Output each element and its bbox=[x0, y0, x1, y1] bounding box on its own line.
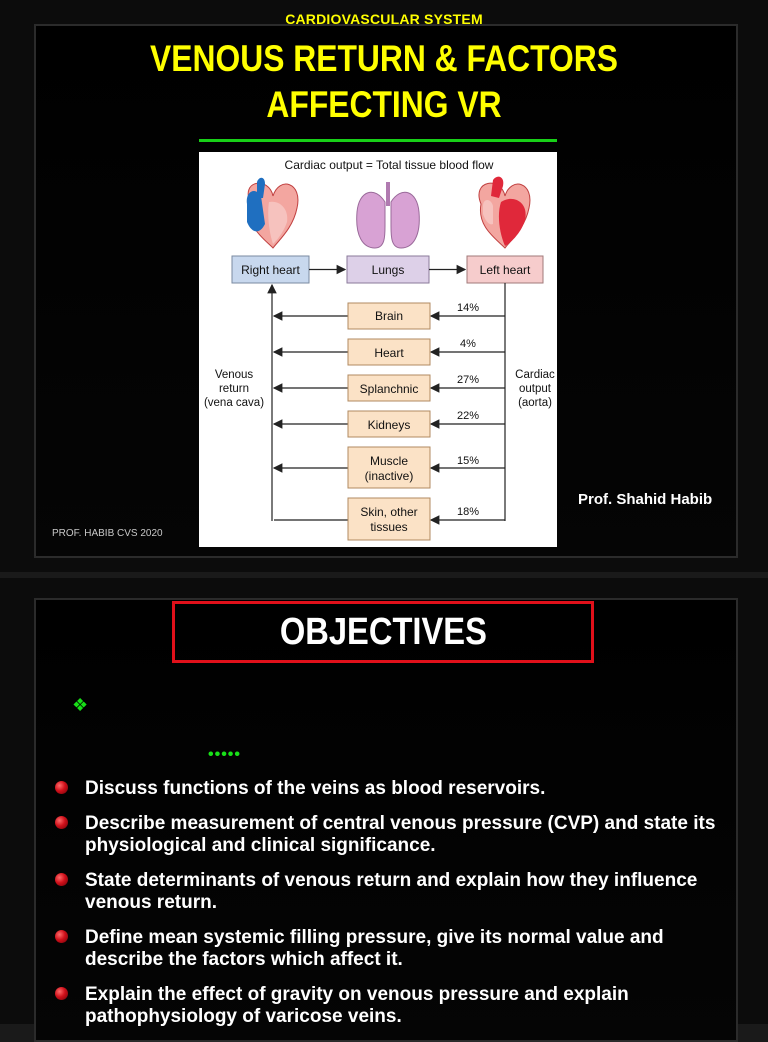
right-heart-icon bbox=[246, 177, 299, 249]
diagram-caption: Cardiac output = Total tissue blood flow bbox=[285, 158, 494, 172]
slide-frame bbox=[34, 598, 738, 1042]
venous-return-label: Venous return (vena cava) bbox=[204, 369, 264, 409]
organ-label-muscle-2: (inactive) bbox=[365, 469, 414, 483]
objectives-list: Discuss functions of the veins as blood … bbox=[55, 778, 735, 1041]
objectives-heading-box: OBJECTIVES bbox=[172, 601, 594, 663]
red-bullet-icon bbox=[55, 781, 68, 794]
organ-row-skin: Skin, other tissues 18% bbox=[274, 497, 505, 541]
organ-row-muscle: Muscle (inactive) 15% bbox=[272, 446, 505, 489]
left-heart-label: Left heart bbox=[480, 263, 531, 277]
cardiac-output-label: Cardiac output (aorta) bbox=[515, 369, 555, 409]
organ-percent-brain: 14% bbox=[457, 302, 479, 314]
title-underline bbox=[199, 139, 557, 142]
slide-objectives: OBJECTIVES ❖ ••••• Discuss functions of … bbox=[0, 578, 768, 1042]
slide-header: CARDIOVASCULAR SYSTEM bbox=[285, 11, 483, 27]
objectives-heading: OBJECTIVES bbox=[279, 610, 487, 653]
objective-text: Define mean systemic filling pressure, g… bbox=[85, 926, 664, 971]
list-item: Define mean systemic filling pressure, g… bbox=[55, 927, 735, 972]
organ-percent-heart: 4% bbox=[460, 338, 476, 350]
red-bullet-icon bbox=[55, 986, 68, 1000]
organ-row-brain: Brain 14% bbox=[272, 302, 505, 330]
organ-percent-splanchnic: 27% bbox=[457, 374, 479, 386]
organ-percent-skin: 18% bbox=[457, 506, 479, 518]
lungs-icon bbox=[356, 182, 420, 249]
organ-percent-muscle: 15% bbox=[457, 455, 479, 467]
venous-label-line-1: Venous bbox=[215, 369, 254, 381]
title-line-2: AFFECTING VR bbox=[266, 84, 502, 125]
cardiac-label-line-2: output bbox=[519, 383, 552, 395]
venous-label-line-3: (vena cava) bbox=[204, 397, 264, 409]
circulation-diagram: Cardiac output = Total tissue blood flow bbox=[199, 152, 557, 547]
organ-label-splanchnic: Splanchnic bbox=[360, 382, 419, 396]
cardiac-label-line-3: (aorta) bbox=[518, 397, 552, 409]
list-item: Explain the effect of gravity on venous … bbox=[55, 984, 735, 1029]
list-item: State determinants of venous return and … bbox=[55, 870, 735, 915]
title-line-1: VENOUS RETURN & FACTORS bbox=[150, 38, 618, 79]
slide-footer: PROF. HABIB CVS 2020 bbox=[52, 528, 163, 539]
slide-title: CARDIOVASCULAR SYSTEM VENOUS RETURN & FA… bbox=[0, 0, 768, 572]
objective-text: Describe measurement of central venous p… bbox=[85, 812, 716, 857]
diamond-bullet-icon: ❖ bbox=[72, 695, 89, 715]
organ-percent-kidneys: 22% bbox=[457, 410, 479, 422]
red-bullet-icon bbox=[55, 872, 68, 886]
red-bullet-icon bbox=[55, 929, 68, 943]
lungs-box bbox=[346, 255, 430, 284]
objective-text: Explain the effect of gravity on venous … bbox=[85, 983, 629, 1028]
right-heart-label: Right heart bbox=[241, 263, 300, 277]
organ-row-splanchnic: Splanchnic 27% bbox=[272, 374, 505, 402]
right-heart-box bbox=[231, 255, 310, 284]
dots-decoration: ••••• bbox=[208, 746, 242, 763]
slide-title-heading: VENOUS RETURN & FACTORS AFFECTING VR bbox=[54, 36, 714, 128]
organ-label-muscle-1: Muscle bbox=[370, 454, 408, 468]
organ-label-skin-1: Skin, other bbox=[360, 505, 417, 519]
objective-text: Discuss functions of the veins as blood … bbox=[85, 778, 546, 799]
cardiac-label-line-1: Cardiac bbox=[515, 369, 555, 381]
list-item: Describe measurement of central venous p… bbox=[55, 813, 735, 858]
organ-label-skin-2: tissues bbox=[370, 520, 407, 534]
venous-label-line-2: return bbox=[219, 383, 249, 395]
left-heart-box bbox=[466, 255, 544, 284]
list-item: Discuss functions of the veins as blood … bbox=[55, 778, 735, 801]
organ-label-brain: Brain bbox=[375, 309, 403, 323]
objective-text: State determinants of venous return and … bbox=[85, 869, 698, 914]
lungs-label: Lungs bbox=[372, 263, 405, 277]
author-name: Prof. Shahid Habib bbox=[578, 491, 713, 508]
organ-label-heart: Heart bbox=[374, 346, 404, 360]
organ-row-kidneys: Kidneys 22% bbox=[272, 410, 505, 438]
organ-label-kidneys: Kidneys bbox=[368, 418, 411, 432]
organ-row-heart: Heart 4% bbox=[272, 338, 505, 366]
red-bullet-icon bbox=[55, 815, 68, 829]
left-heart-icon bbox=[478, 176, 531, 249]
